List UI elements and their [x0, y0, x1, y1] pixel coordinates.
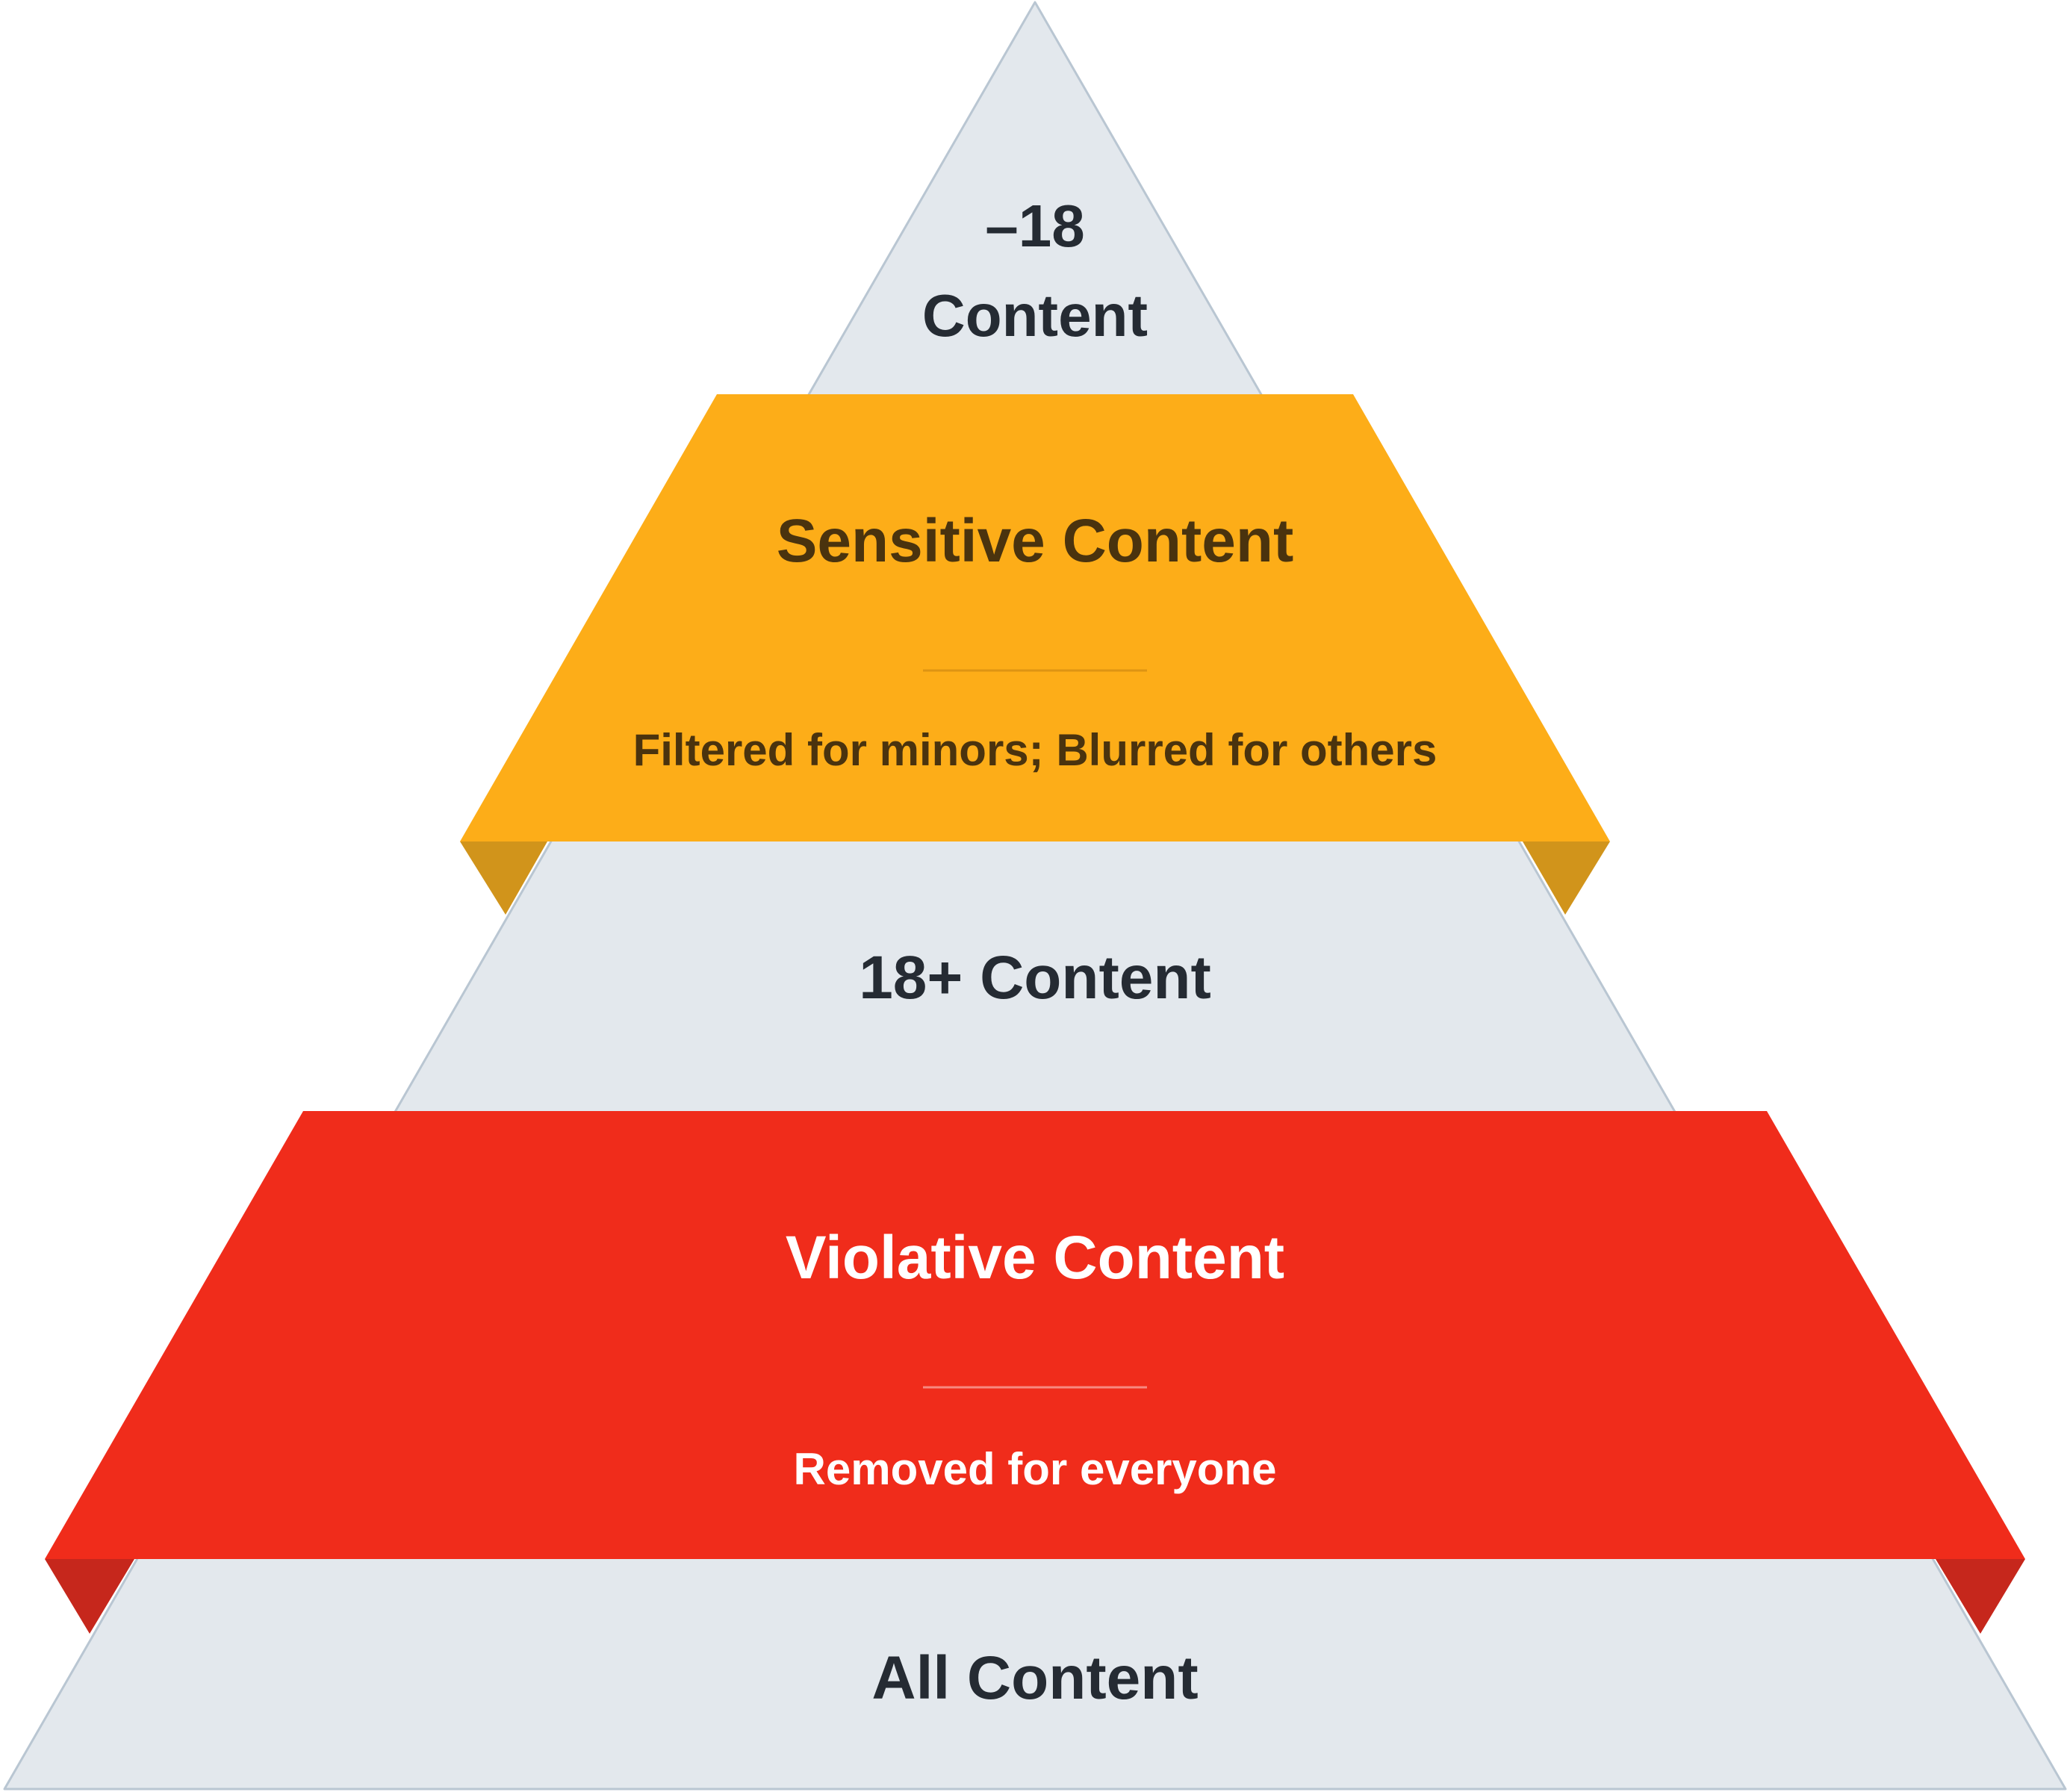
violative-content-band	[45, 1111, 2025, 1559]
violative-band-right-fold	[1936, 1559, 2025, 1634]
violative-content-title: Violative Content	[786, 1224, 1284, 1292]
violative-band-left-fold	[45, 1559, 134, 1634]
sensitive-content-title: Sensitive Content	[777, 507, 1294, 575]
all-content-label: All Content	[871, 1644, 1198, 1712]
under-18-label-line1: –18	[985, 193, 1084, 259]
sensitive-band-right-fold	[1523, 841, 1610, 915]
sensitive-content-description: Filtered for minors; Blurred for others	[633, 725, 1438, 775]
sensitive-band-left-fold	[460, 841, 547, 915]
adult-content-label: 18+ Content	[859, 944, 1211, 1012]
under-18-label-line2: Content	[922, 282, 1148, 349]
sensitive-content-band	[460, 394, 1610, 841]
violative-content-description: Removed for everyone	[794, 1444, 1277, 1494]
